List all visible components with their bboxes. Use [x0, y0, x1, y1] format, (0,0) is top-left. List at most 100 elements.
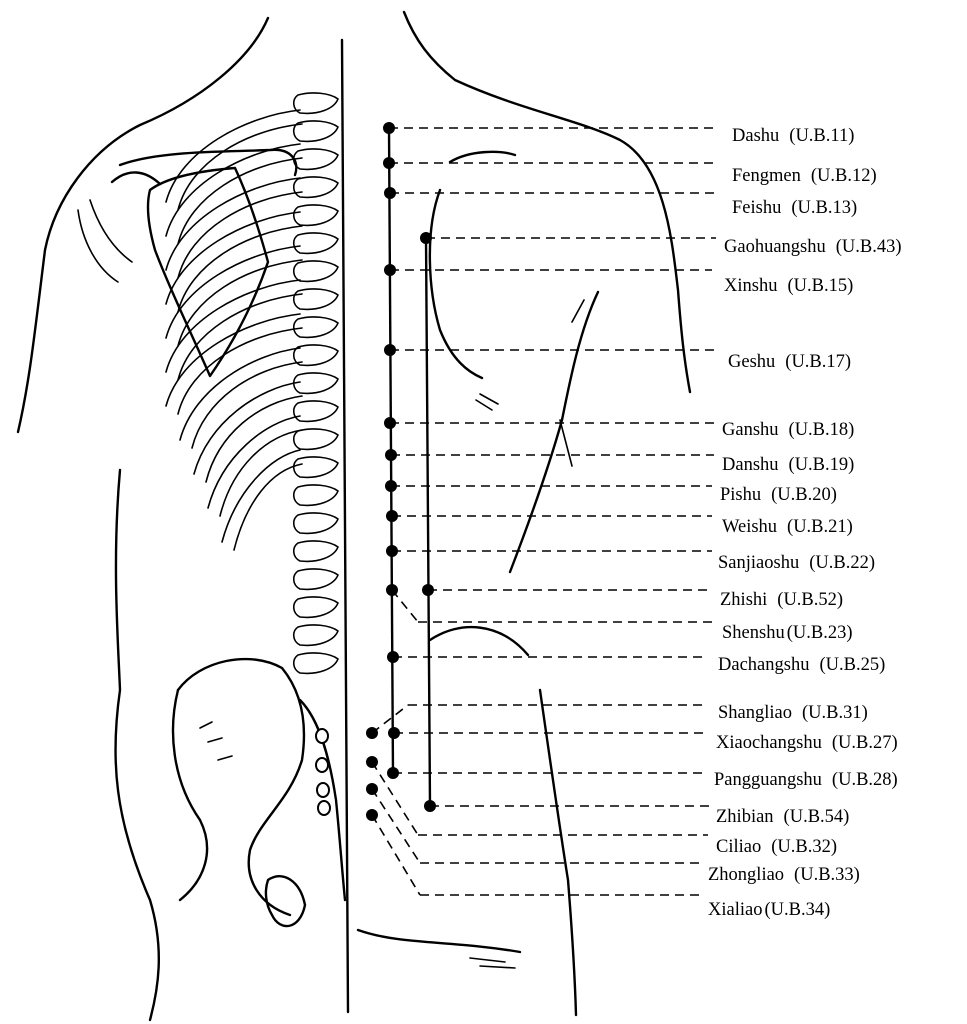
point-code-geshu: (U.B.17)	[785, 352, 851, 372]
sacral-foramen	[317, 783, 329, 797]
point-code-dashu: (U.B.11)	[789, 126, 854, 146]
acupoint-markers	[366, 122, 436, 821]
vertebra	[294, 569, 338, 589]
point-code-pangguangshu: (U.B.28)	[832, 770, 898, 790]
label-danshu: Danshu (U.B.19)	[722, 455, 854, 475]
right-flank-upper	[510, 292, 598, 572]
label-pishu: Pishu (U.B.20)	[720, 485, 837, 505]
label-weishu: Weishu (U.B.21)	[722, 517, 853, 537]
point-name-danshu: Danshu	[722, 455, 779, 475]
label-geshu: Geshu (U.B.17)	[728, 352, 851, 372]
vertebra	[294, 317, 338, 337]
point-name-ciliao: Ciliao	[716, 837, 761, 857]
point-name-pangguangshu: Pangguangshu	[714, 770, 822, 790]
right-scapula-curve	[450, 152, 515, 162]
rib	[178, 158, 302, 244]
vertebra	[294, 653, 338, 673]
right-flank-lower	[540, 690, 576, 1015]
label-gaohuangshu: Gaohuangshu(U.B.43)	[724, 237, 902, 257]
flank-detail	[560, 300, 584, 466]
acupoint-xialiao	[366, 809, 378, 821]
point-code-zhibian: (U.B.54)	[784, 807, 850, 827]
point-name-weishu: Weishu	[722, 517, 777, 537]
acupoint-weishu	[386, 510, 398, 522]
label-ganshu: Ganshu(U.B.18)	[722, 420, 854, 440]
point-name-dachangshu: Dachangshu	[718, 655, 809, 675]
acupoint-zhibian	[424, 800, 436, 812]
scapula-blade	[148, 168, 268, 376]
rib	[178, 124, 302, 210]
sacral-foramen	[316, 729, 328, 743]
point-name-pishu: Pishu	[720, 485, 761, 505]
acupoint-ciliao	[366, 756, 378, 768]
acupoint-fengmen	[383, 157, 395, 169]
label-fengmen: Fengmen(U.B.12)	[732, 166, 877, 186]
label-zhibian: Zhibian (U.B.54)	[716, 807, 849, 827]
vertebra	[294, 401, 338, 421]
vertebra	[294, 429, 338, 449]
vertebra	[294, 541, 338, 561]
acupoint-gaohuangshu	[420, 232, 432, 244]
vertebra	[294, 149, 338, 169]
right-shoulder-outline	[404, 12, 690, 392]
label-zhishi: Zhishi(U.B.52)	[720, 590, 843, 610]
point-code-ciliao: (U.B.32)	[771, 837, 837, 857]
point-name-fengmen: Fengmen	[732, 166, 801, 186]
acupoint-sanjiaoshu	[386, 545, 398, 557]
point-code-weishu: (U.B.21)	[787, 517, 853, 537]
point-code-pishu: (U.B.20)	[771, 485, 837, 505]
vertebra	[294, 289, 338, 309]
rib	[178, 328, 302, 414]
vertebral-column	[294, 93, 338, 673]
rib	[194, 382, 300, 474]
point-code-shangliao: (U.B.31)	[802, 703, 868, 723]
label-xiaochangshu: Xiaochangshu(U.B.27)	[716, 733, 898, 753]
point-code-xinshu: (U.B.15)	[787, 276, 853, 296]
rib	[178, 226, 302, 312]
left-shoulder-outline	[18, 18, 268, 432]
vertebra	[294, 457, 338, 477]
point-name-zhishi: Zhishi	[720, 590, 767, 610]
point-name-feishu: Feishu	[732, 198, 781, 218]
rib	[178, 260, 302, 346]
acromion	[112, 172, 160, 184]
acupoint-danshu	[385, 449, 397, 461]
point-code-zhongliao: (U.B.33)	[794, 865, 860, 885]
vertebra	[294, 485, 338, 505]
label-ciliao: Ciliao (U.B.32)	[716, 837, 837, 857]
point-code-danshu: (U.B.19)	[789, 455, 855, 475]
acupoint-pangguangshu	[387, 767, 399, 779]
label-zhongliao: Zhongliao (U.B.33)	[708, 865, 860, 885]
point-code-gaohuangshu: (U.B.43)	[836, 237, 902, 257]
rib	[208, 416, 300, 508]
rib	[178, 192, 302, 278]
point-name-zhongliao: Zhongliao	[708, 865, 784, 885]
sacral-foramina	[316, 729, 330, 815]
point-code-ganshu: (U.B.18)	[789, 420, 855, 440]
point-code-feishu: (U.B.13)	[791, 198, 857, 218]
vertebra	[294, 233, 338, 253]
point-name-zhibian: Zhibian	[716, 807, 774, 827]
vertebra	[294, 373, 338, 393]
label-shangliao: Shangliao (U.B.31)	[718, 703, 868, 723]
acupoint-labels: Dashu(U.B.11)Fengmen(U.B.12)Feishu(U.B.1…	[708, 126, 902, 920]
vertebra	[294, 625, 338, 645]
acupoint-geshu	[384, 344, 396, 356]
vertebra	[294, 597, 338, 617]
obturator-foramen	[266, 876, 305, 926]
label-pangguangshu: Pangguangshu (U.B.28)	[714, 770, 898, 790]
label-sanjiaoshu: Sanjiaoshu(U.B.22)	[718, 553, 875, 573]
point-name-xiaochangshu: Xiaochangshu	[716, 733, 822, 753]
vertebra	[294, 205, 338, 225]
acupoint-pishu	[385, 480, 397, 492]
rib	[234, 464, 302, 550]
acupoint-xinshu	[384, 264, 396, 276]
acupoint-zhishi	[422, 584, 434, 596]
point-name-shangliao: Shangliao	[718, 703, 792, 723]
vertebra	[294, 261, 338, 281]
rib	[222, 450, 300, 542]
point-name-geshu: Geshu	[728, 352, 775, 372]
point-code-shenshu: (U.B.23)	[787, 623, 853, 643]
point-code-xialiao: (U.B.34)	[764, 900, 830, 920]
pelvis-hatching	[200, 722, 232, 760]
